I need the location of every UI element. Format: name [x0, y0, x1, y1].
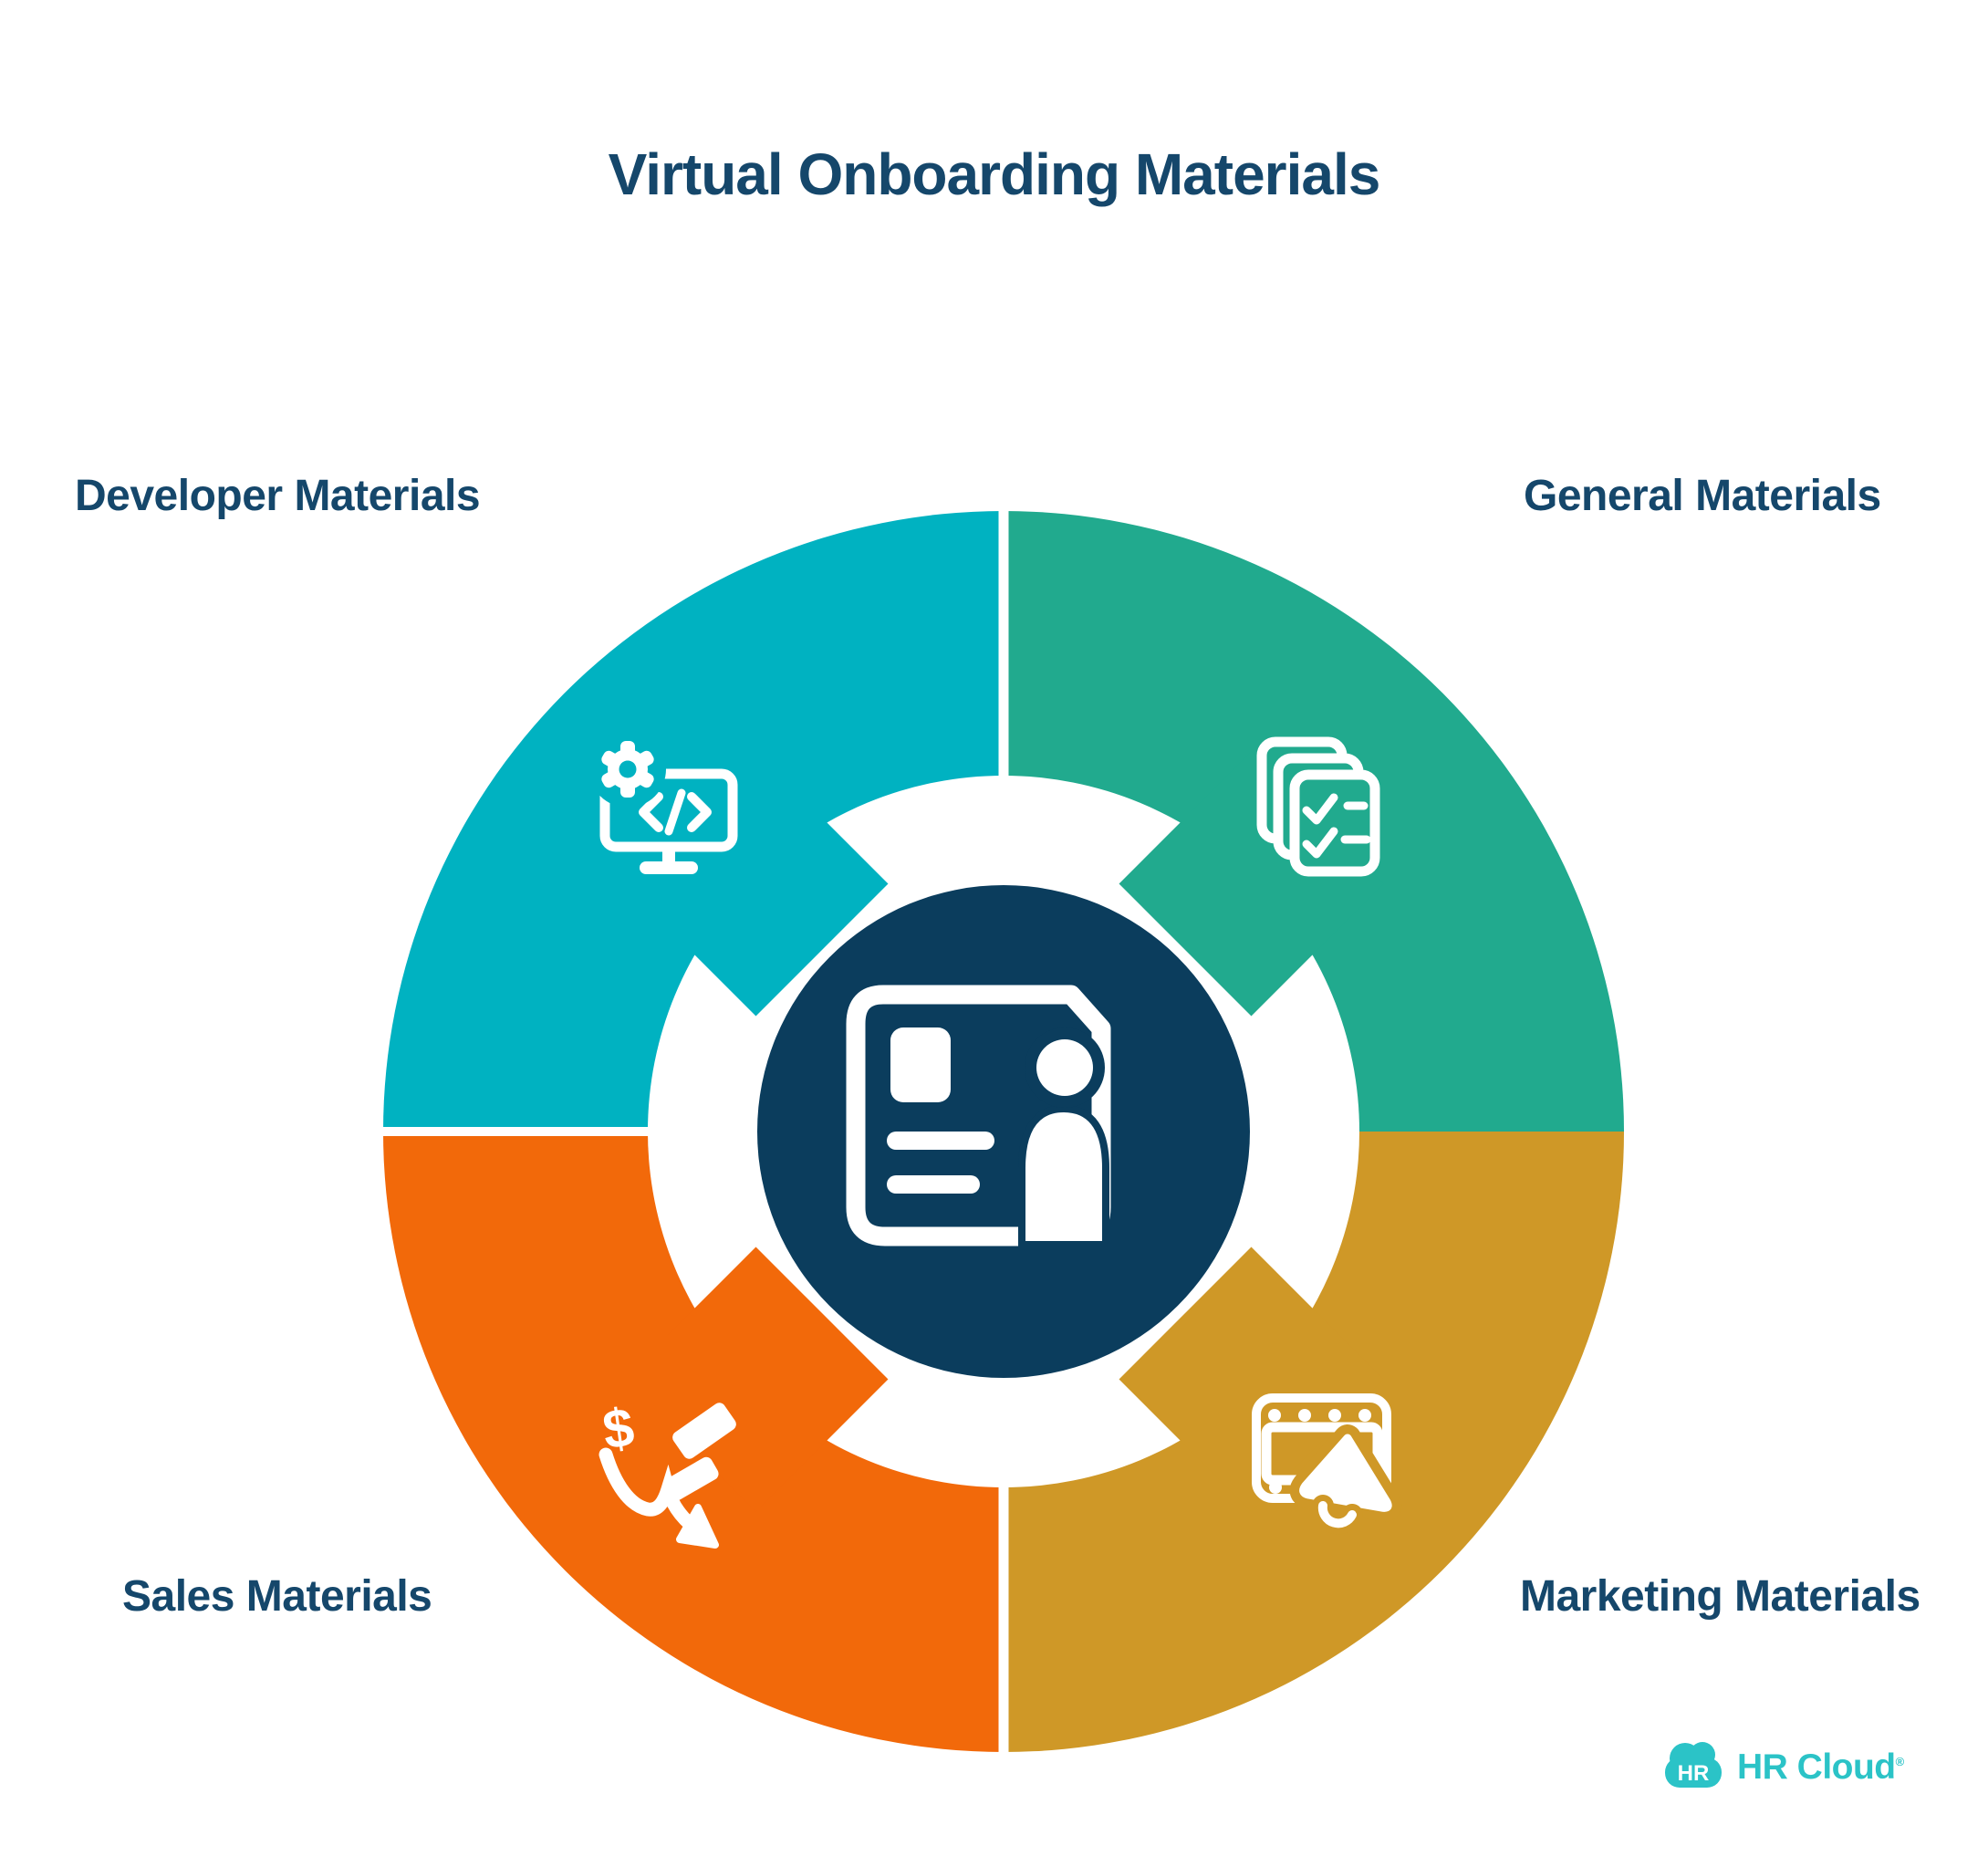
checkmark-icon — [1302, 793, 1338, 825]
brand-name: HR Cloud — [1737, 1747, 1896, 1787]
banknote-icon — [664, 1456, 719, 1501]
label-sales-materials: Sales Materials — [122, 1572, 432, 1621]
document-stack-checklist-icon — [1256, 736, 1380, 877]
label-marketing-materials: Marketing Materials — [1520, 1572, 1920, 1621]
arrowhead — [676, 1504, 719, 1549]
banknote-icon — [672, 1403, 736, 1459]
megaphone-icon — [1299, 1434, 1392, 1512]
person-head — [1036, 1039, 1093, 1096]
onboarding-wheel-diagram: $ — [383, 511, 1624, 1752]
cloud-hr-text: HR — [1678, 1761, 1710, 1786]
media-window-megaphone-icon — [1252, 1393, 1402, 1535]
hr-cloud-cloud-icon: HR — [1665, 1742, 1722, 1788]
label-general-materials: General Materials — [1524, 472, 1881, 520]
label-developer-materials: Developer Materials — [75, 472, 481, 520]
person-body — [1025, 1112, 1102, 1241]
connector-diamond-marketing — [1119, 1246, 1384, 1512]
page-title: Virtual Onboarding Materials — [608, 141, 1381, 207]
checkmark-icon — [1302, 827, 1338, 859]
hr-cloud-logo: HR HR Cloud® — [1660, 1734, 1904, 1796]
board-photo — [890, 1027, 951, 1102]
hr-cloud-wordmark: HR Cloud® — [1737, 1734, 1904, 1796]
board-text-line — [887, 1175, 980, 1194]
registered-mark: ® — [1895, 1755, 1905, 1768]
center-circle — [757, 885, 1250, 1378]
board-text-line — [887, 1132, 994, 1150]
megaphone-handle — [1317, 1501, 1357, 1528]
connector-diamond-developer — [623, 751, 889, 1017]
decline-arrow — [598, 1447, 697, 1531]
monitor-code-gear-icon — [589, 731, 738, 874]
onboarding-board-person-icon — [846, 985, 1111, 1248]
